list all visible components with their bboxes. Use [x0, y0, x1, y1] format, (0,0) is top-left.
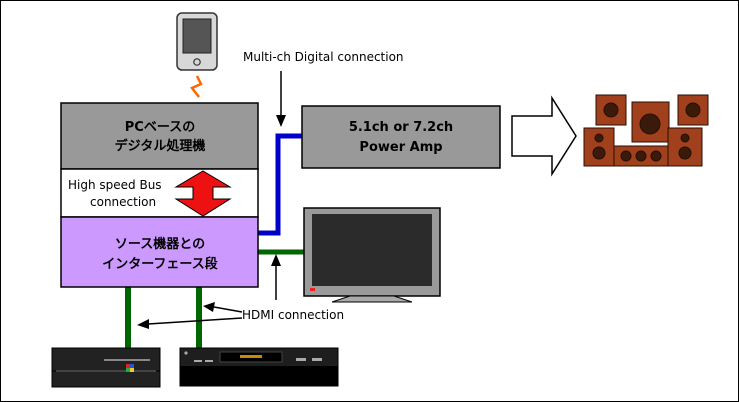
bus-label-line2: connection: [90, 195, 156, 209]
power-amp-block: [301, 105, 501, 169]
game-console-icon: [51, 347, 161, 388]
tv-pointer-arrowhead: [271, 254, 281, 266]
hdmi-pointer-recorder-arrowhead: [203, 302, 215, 312]
processing-label-line2: デジタル処理機: [115, 138, 206, 154]
amp-label-line2: Power Amp: [359, 140, 442, 155]
hdmi-pointer-recorder: [213, 306, 243, 313]
tv-monitor-icon: [303, 207, 441, 303]
hdmi-connection-label: HDMI connection: [242, 308, 344, 322]
handheld-remote-icon: [176, 12, 218, 71]
bus-double-arrow-icon: [174, 170, 232, 217]
digital-connection-line: [258, 133, 302, 236]
digital-pointer-arrowhead: [276, 115, 286, 127]
processing-block: [60, 102, 259, 170]
bus-label-line1: High speed Bus: [68, 178, 162, 192]
interface-label-line1: ソース機器との: [115, 236, 205, 252]
speaker-system-icon: [583, 94, 709, 167]
digital-connection-label: Multi-ch Digital connection: [243, 50, 404, 64]
interface-label-line2: インターフェース段: [102, 256, 218, 272]
wireless-bolt-icon: [190, 75, 203, 98]
interface-block: [60, 216, 259, 288]
output-arrow-icon: [511, 95, 577, 177]
hdmi-pointer-console-arrowhead: [137, 319, 149, 329]
amp-label-line1: 5.1ch or 7.2ch: [349, 120, 453, 135]
disc-recorder-icon: [179, 347, 339, 387]
bus-block: [60, 168, 259, 218]
processing-label-line1: PCベースの: [125, 120, 195, 135]
hdmi-pointer-console: [147, 317, 243, 325]
